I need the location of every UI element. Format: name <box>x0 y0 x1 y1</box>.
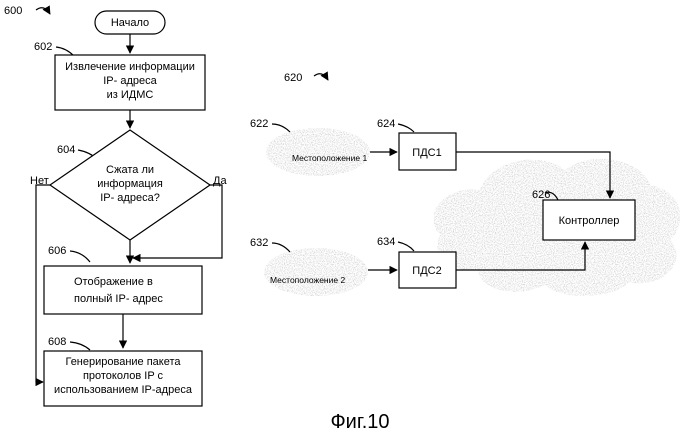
step-606-line2: полный IP- адрес <box>74 293 163 305</box>
box-624-label: ПДС1 <box>412 147 441 159</box>
decision-line3: IP- адреса? <box>100 192 160 204</box>
start-label: Начало <box>111 17 149 29</box>
leader-620 <box>314 74 328 80</box>
ref-634: 634 <box>377 236 395 248</box>
decision-line1: Сжата ли <box>106 164 154 176</box>
ref-608: 608 <box>48 336 66 348</box>
ref-604: 604 <box>57 144 75 156</box>
decision-line2: информация <box>97 178 163 190</box>
box-634-label: ПДС2 <box>412 265 441 277</box>
controller-label: Контроллер <box>559 215 620 227</box>
ref-620: 620 <box>284 72 302 84</box>
figure-number: 600 <box>4 5 22 17</box>
ref-606: 606 <box>48 245 66 257</box>
step-608-line3: использованием IP-адреса <box>54 384 193 396</box>
leader-632 <box>272 243 290 252</box>
step-606-box <box>44 266 202 314</box>
ref-622: 622 <box>250 118 268 130</box>
ref-632: 632 <box>250 237 268 249</box>
step-602-line3: из ИДМС <box>107 89 154 101</box>
figure-caption: Фиг.10 <box>330 411 389 433</box>
leader-608 <box>70 342 90 350</box>
step-608-line2: протоколов IP с <box>83 370 164 382</box>
cloud-632-label: Местоположение 2 <box>270 275 345 285</box>
leader-624 <box>398 124 414 132</box>
step-606-line1: Отображение в <box>74 276 153 288</box>
leader-634 <box>398 242 414 251</box>
cloud-632 <box>264 248 368 296</box>
step-602-line2: IP- адреса <box>103 75 157 87</box>
ref-626: 626 <box>532 189 550 201</box>
step-608-line1: Генерирование пакета <box>65 356 181 368</box>
cloud-622 <box>266 128 370 176</box>
leader-606 <box>70 251 90 262</box>
cloud-622-label: Местоположение 1 <box>292 153 367 163</box>
ref-624: 624 <box>377 118 395 130</box>
leader-622 <box>272 124 290 132</box>
figure-number-leader <box>36 8 50 14</box>
ref-602: 602 <box>34 41 52 53</box>
step-602-line1: Извлечение информации <box>65 61 195 73</box>
